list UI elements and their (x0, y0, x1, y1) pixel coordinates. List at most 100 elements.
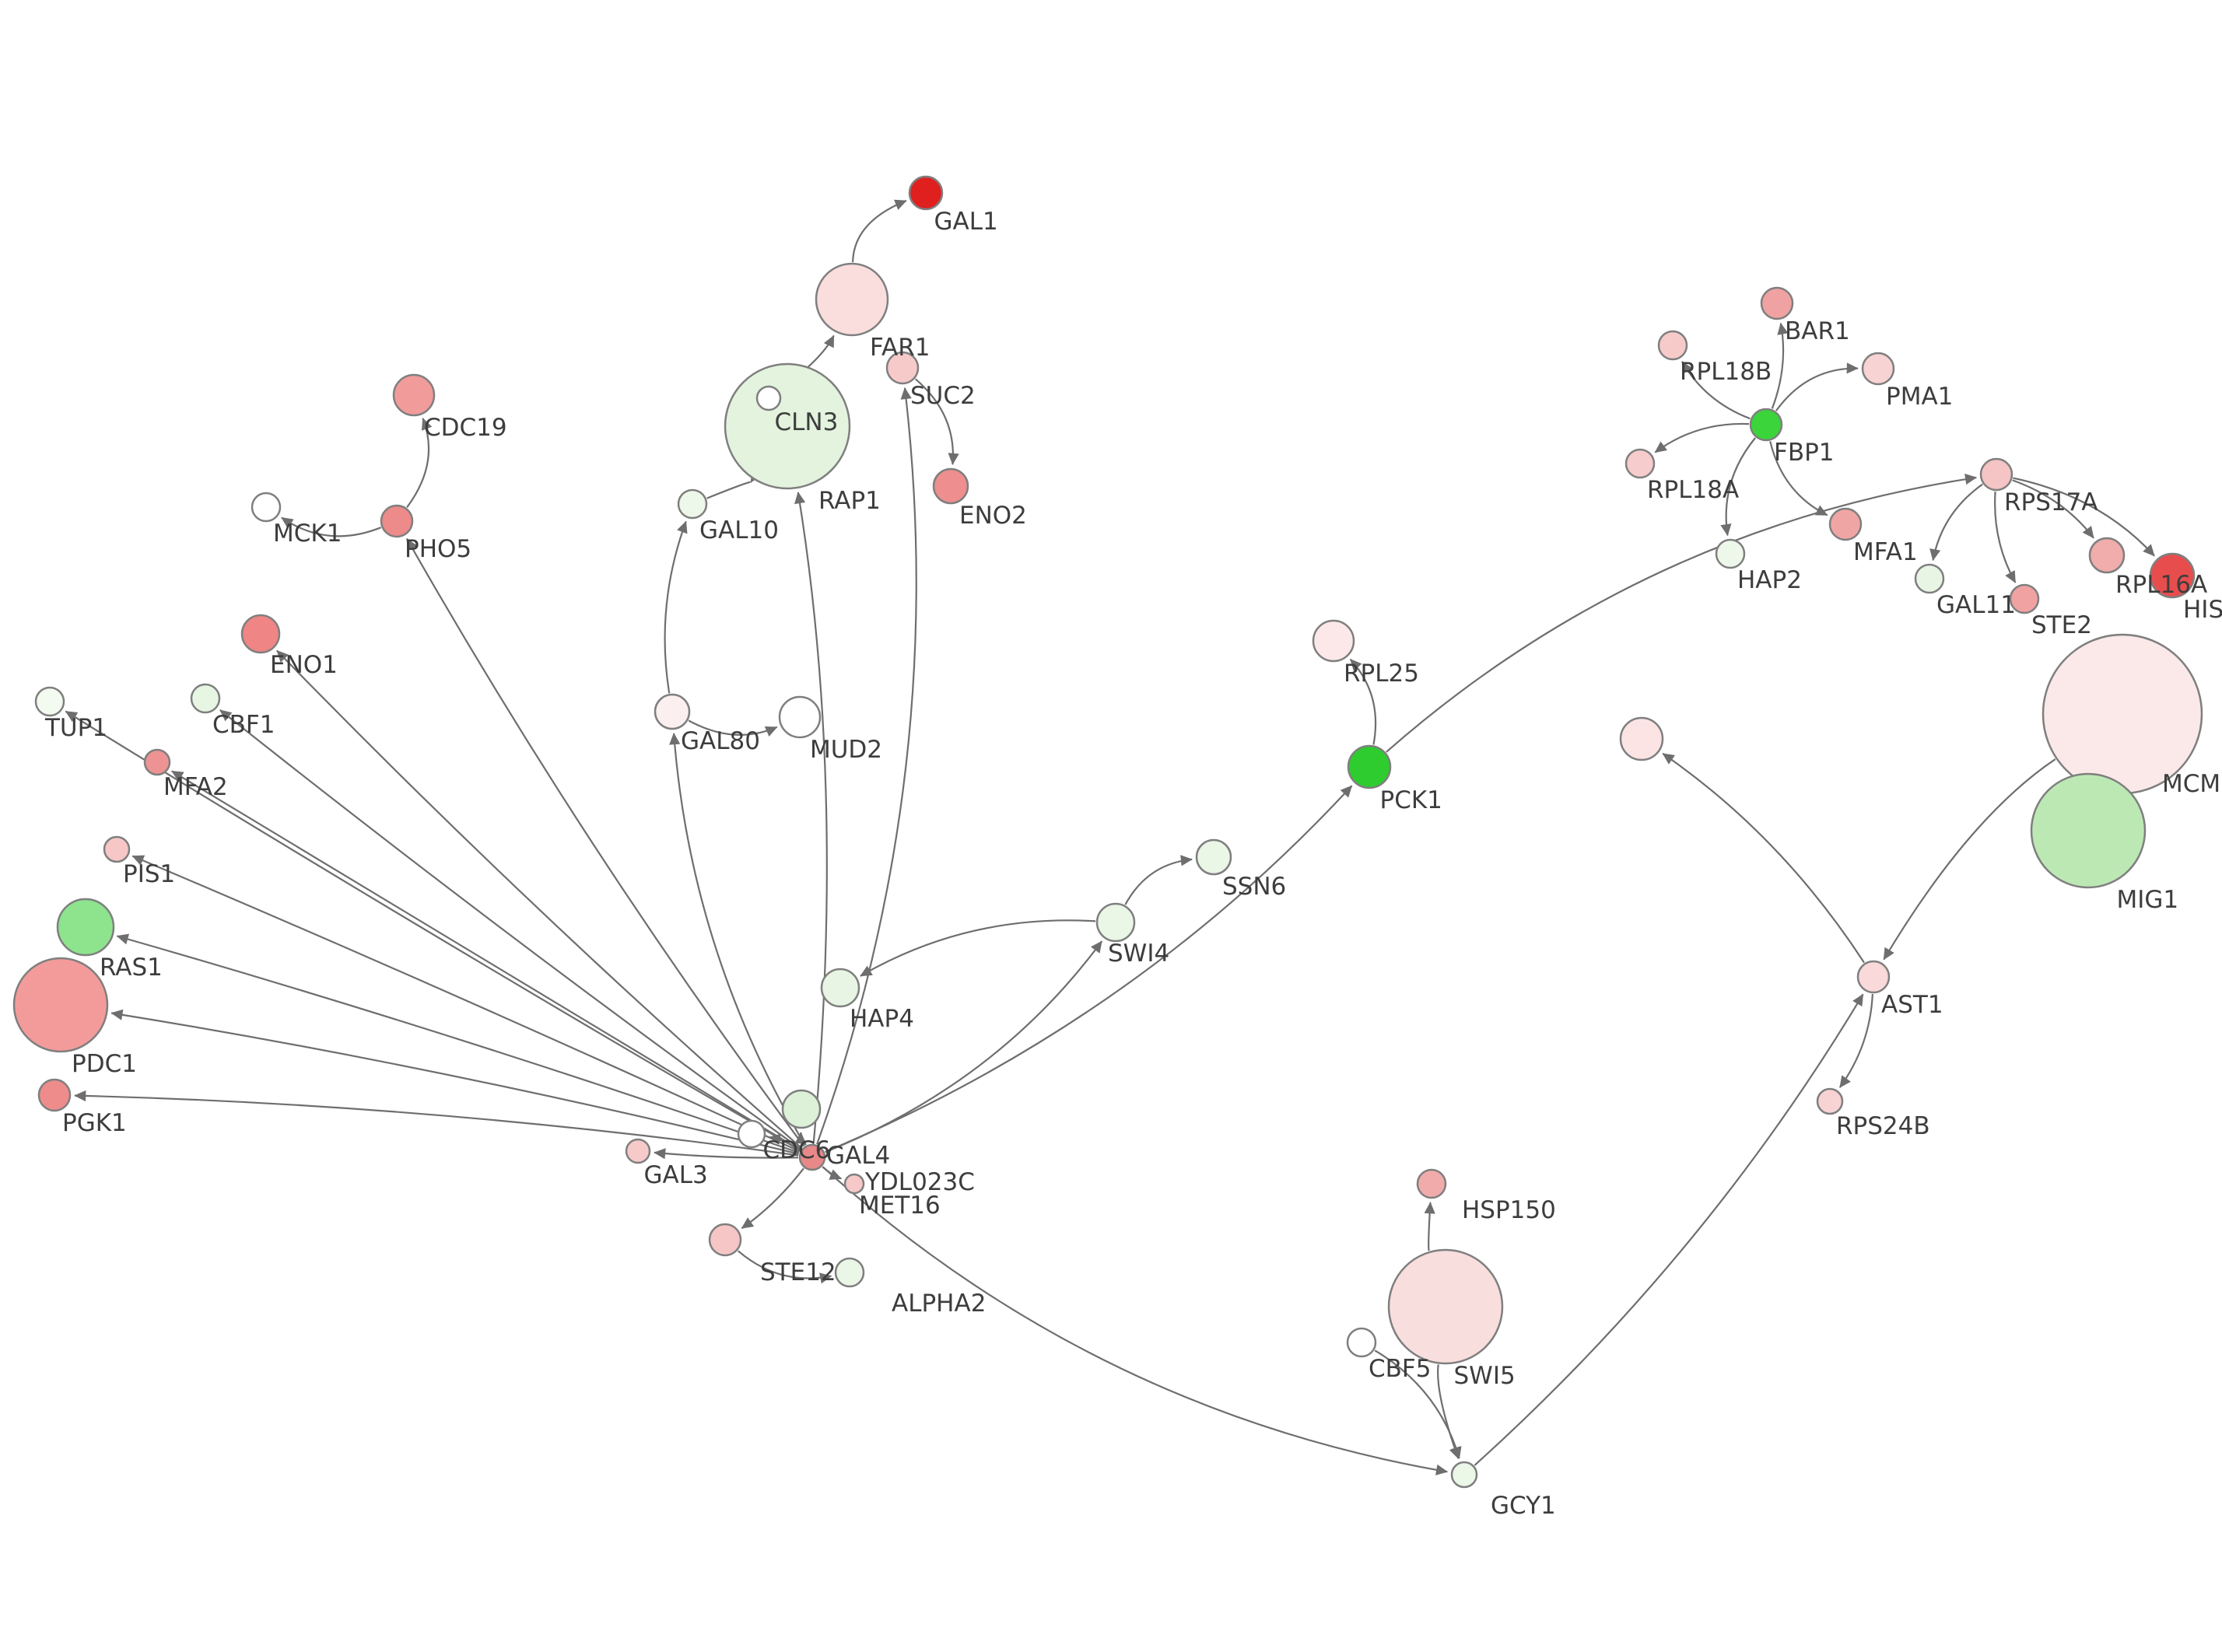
node-gal10[interactable] (677, 488, 708, 520)
label-pma1: PMA1 (1886, 383, 1953, 411)
nodes-layer (12, 175, 2203, 1489)
label-cln3: CLN3 (775, 408, 839, 436)
node-ast1[interactable] (1856, 960, 1891, 994)
label-mfa1: MFA1 (1853, 538, 1918, 566)
edge-gal4-ydl023c (794, 1132, 807, 1146)
node-ste2[interactable] (2009, 583, 2040, 614)
node-pgk1[interactable] (37, 1078, 72, 1112)
node-mig1[interactable] (2030, 772, 2147, 889)
label-gal1: GAL1 (934, 208, 998, 236)
label-hap2: HAP2 (1737, 566, 1802, 594)
node-pck1[interactable] (1347, 744, 1392, 789)
node-gal11[interactable] (1914, 563, 1945, 594)
edge-mcm1-ast1 (1883, 758, 2056, 961)
label-rpl25: RPL25 (1344, 660, 1419, 688)
node-hap4[interactable] (820, 968, 860, 1008)
edge-rps17a-his4 (2013, 477, 2155, 557)
node-pis1[interactable] (103, 835, 131, 863)
edge-rps17a-ste2 (1994, 491, 2017, 583)
node-tup1[interactable] (34, 686, 65, 717)
label-gal10: GAL10 (699, 516, 779, 544)
node-cdc19[interactable] (392, 373, 436, 417)
label-cdc19: CDC19 (424, 414, 507, 442)
edge-gal4-gcy1 (822, 1166, 1449, 1475)
node-mfa2[interactable] (143, 748, 171, 776)
node-cbf1[interactable] (190, 683, 221, 714)
edge-suc2-eno2 (914, 378, 959, 465)
label-mcm1: MCM1 (2162, 770, 2222, 798)
node-swi4[interactable] (1095, 902, 1136, 943)
node-mud2[interactable] (778, 695, 822, 739)
node-cbf5[interactable] (1346, 1327, 1377, 1358)
node-met16[interactable] (843, 1173, 865, 1195)
node-eno2[interactable] (932, 467, 969, 505)
label-rpl18a: RPL18A (1647, 476, 1739, 504)
label-ste12: STE12 (760, 1258, 836, 1286)
edge-gal4-pck1 (825, 785, 1353, 1153)
node-pho5[interactable] (380, 504, 414, 538)
edge-fbp1-hap2 (1720, 437, 1756, 537)
label-eno1: ENO1 (270, 651, 338, 679)
label-met16: MET16 (859, 1192, 941, 1220)
node-gal80[interactable] (654, 693, 691, 730)
edge-pho5-mck1 (281, 516, 382, 537)
node-rpl16a[interactable] (2088, 537, 2126, 574)
node-mck1[interactable] (251, 492, 282, 523)
node-ssn6[interactable] (1195, 838, 1232, 876)
node-swi5[interactable] (1387, 1248, 1504, 1365)
node-rps17a[interactable] (1979, 457, 2013, 492)
node-rpl18b[interactable] (1657, 330, 1688, 361)
node-unlabeled[interactable] (1619, 716, 1664, 761)
node-cdc6[interactable] (737, 1119, 766, 1149)
label-rap1: RAP1 (818, 487, 881, 515)
label-ssn6: SSN6 (1222, 873, 1286, 901)
edge-gal4-cdc6 (768, 1133, 801, 1151)
label-mig1: MIG1 (2117, 886, 2179, 914)
edge-far1-gal1 (852, 199, 907, 263)
edge-cbf5-gcy1 (1374, 1349, 1462, 1459)
node-pdc1[interactable] (12, 957, 109, 1053)
node-ste12[interactable] (708, 1223, 742, 1257)
label-pis1: PIS1 (123, 860, 175, 888)
node-rpl25[interactable] (1312, 619, 1355, 663)
label-far1: FAR1 (870, 334, 930, 362)
node-hsp150[interactable] (1416, 1168, 1447, 1199)
node-ras1[interactable] (56, 898, 115, 957)
label-rps24b: RPS24B (1836, 1112, 1930, 1140)
label-gal11: GAL11 (1936, 591, 2016, 619)
edge-swi4-hap4 (860, 919, 1096, 977)
label-hap4: HAP4 (850, 1005, 914, 1033)
node-pma1[interactable] (1861, 352, 1895, 386)
node-fbp1[interactable] (1749, 408, 1783, 442)
node-gal3[interactable] (625, 1138, 651, 1164)
edge-gal4-pis1 (131, 855, 801, 1153)
node-ydl023c[interactable] (781, 1089, 822, 1129)
label-hsp150: HSP150 (1462, 1196, 1556, 1224)
node-cln3[interactable] (755, 385, 782, 411)
node-hap2[interactable] (1715, 538, 1746, 569)
node-suc2[interactable] (885, 351, 920, 385)
node-rap1[interactable] (724, 362, 851, 490)
label-ste2: STE2 (2031, 611, 2092, 639)
node-his4[interactable] (2149, 552, 2196, 599)
label-cdc6: CDC6 (763, 1136, 831, 1164)
node-mfa1[interactable] (1828, 507, 1863, 541)
label-rps17a: RPS17A (2004, 488, 2098, 516)
node-rpl18a[interactable] (1624, 448, 1656, 479)
node-alpha2[interactable] (834, 1257, 865, 1288)
label-gcy1: GCY1 (1491, 1492, 1556, 1520)
label-suc2: SUC2 (910, 382, 976, 410)
node-rps24b[interactable] (1816, 1087, 1844, 1115)
label-pgk1: PGK1 (62, 1109, 127, 1137)
node-gal1[interactable] (908, 175, 944, 211)
node-eno1[interactable] (240, 614, 281, 654)
node-gcy1[interactable] (1450, 1461, 1478, 1489)
node-gal4[interactable] (798, 1143, 826, 1171)
node-bar1[interactable] (1760, 286, 1794, 320)
label-bar1: BAR1 (1785, 317, 1850, 345)
label-pck1: PCK1 (1380, 786, 1442, 814)
label-pho5: PHO5 (405, 535, 471, 563)
node-far1[interactable] (815, 262, 889, 337)
edge-gal4-ste12 (741, 1167, 804, 1230)
